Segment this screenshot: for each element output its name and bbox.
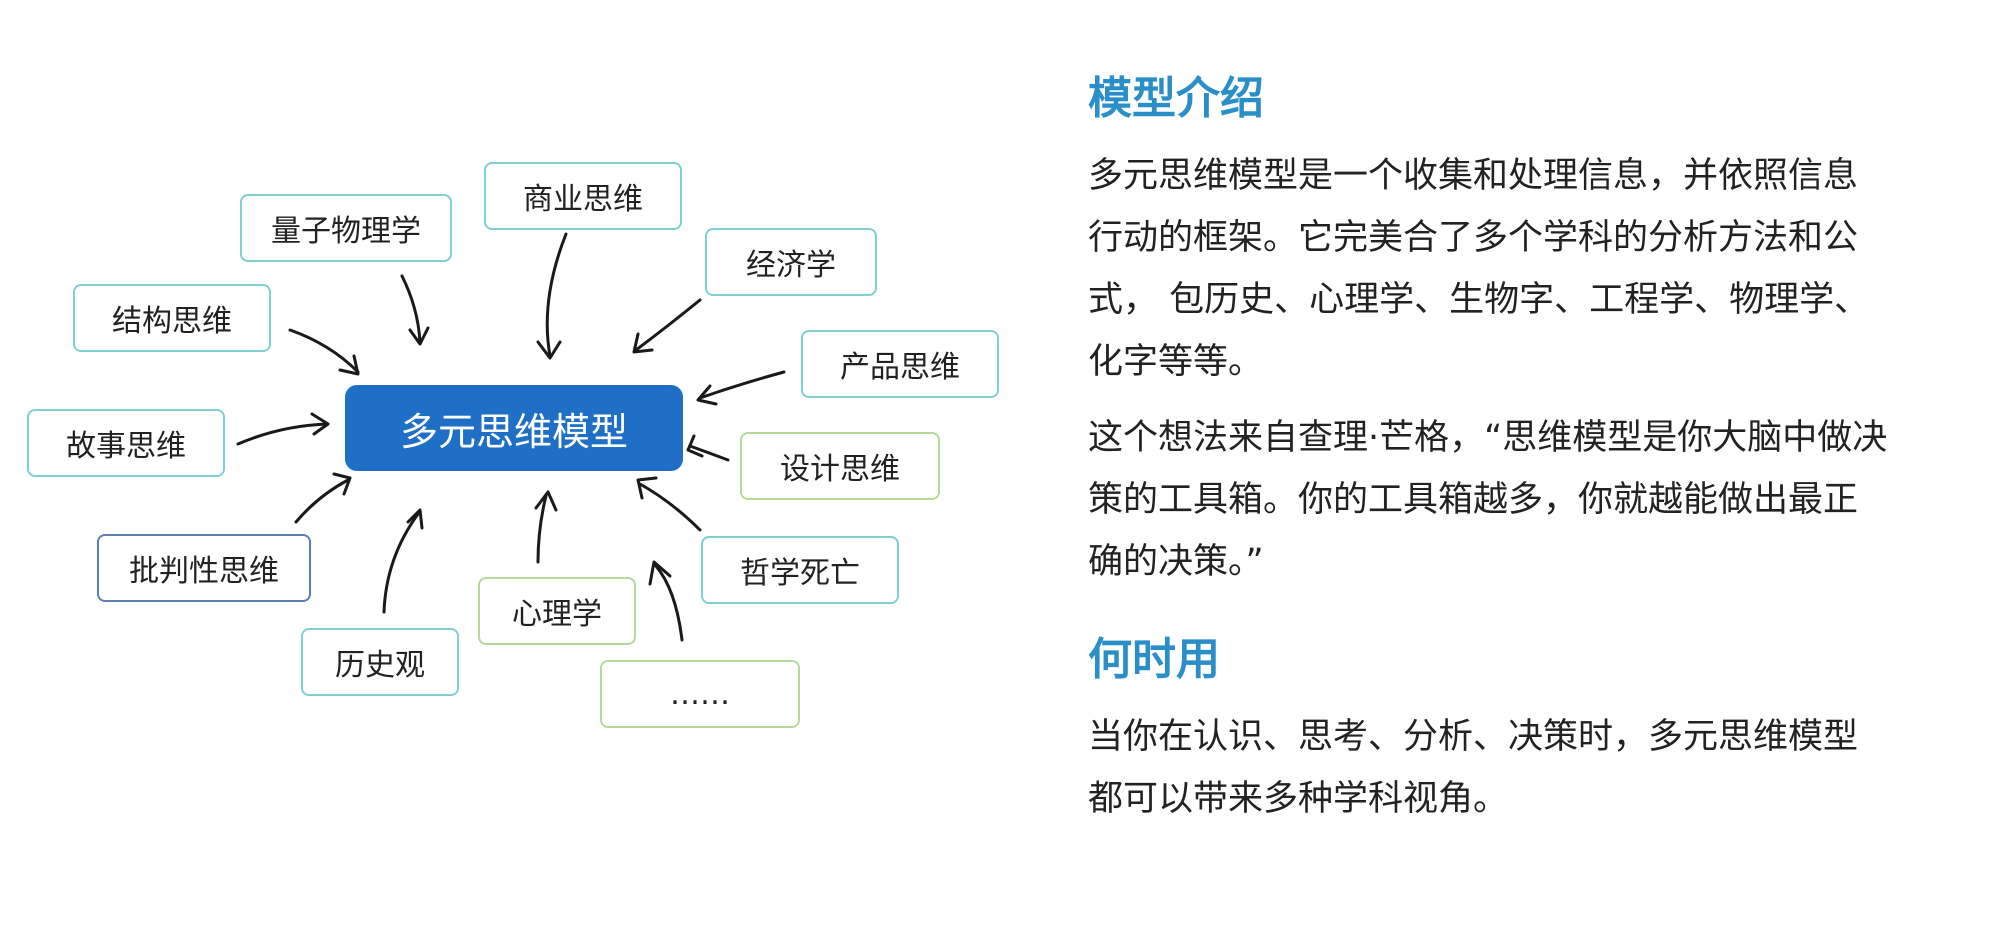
arrowhead-more: [648, 560, 672, 586]
arrow-jingji: [634, 298, 702, 352]
node-lishi: 历史观: [301, 628, 459, 696]
node-jiegou: 结构思维: [73, 284, 271, 352]
node-jingji: 经济学: [705, 228, 877, 296]
mind-map-diagram: 多元思维模型 量子物理学 商业思维 经济学 结构思维 产品思维 故事思维 设计思…: [27, 162, 999, 728]
description-panel: 模型介绍 多元思维模型是一个收集和处理信息，并依照信息行动的框架。它完美合了多个…: [1088, 70, 1888, 844]
center-node: 多元思维模型: [345, 385, 683, 471]
arrowhead-gushi: [310, 412, 330, 436]
arrow-pipan: [294, 478, 350, 524]
node-more: ……: [600, 660, 800, 728]
arrow-liangzi: [400, 274, 422, 344]
arrow-jiegou: [288, 328, 360, 374]
arrowhead-chanpin: [696, 384, 718, 406]
arrowhead-pipan: [332, 472, 352, 496]
arrowhead-jiegou: [338, 354, 360, 376]
node-gushi: 故事思维: [27, 409, 225, 477]
node-xinli: 心理学: [478, 577, 636, 645]
arrow-zhexue: [638, 482, 702, 532]
arrowhead-xinli: [534, 490, 558, 512]
arrow-gushi: [236, 422, 328, 446]
arrow-xinli: [536, 494, 548, 564]
arrows-layer: [236, 232, 786, 642]
arrow-lishi: [382, 512, 420, 614]
intro-title: 模型介绍: [1088, 73, 1264, 124]
arrowhead-shangye: [536, 340, 562, 360]
arrowhead-zhexue: [636, 476, 658, 500]
arrowhead-liangzi: [408, 326, 430, 346]
arrowhead-lishi: [406, 508, 424, 530]
node-zhexue: 哲学死亡: [701, 536, 899, 604]
arrow-sheji: [688, 444, 730, 462]
node-shangye: 商业思维: [484, 162, 682, 230]
node-liangzi: 量子物理学: [240, 194, 452, 262]
intro-paragraph-1: 多元思维模型是一个收集和处理信息，并依照信息行动的框架。它完美合了多个学科的分析…: [1088, 156, 1870, 383]
arrowhead-sheji: [686, 434, 704, 458]
arrow-chanpin: [698, 370, 786, 400]
node-sheji: 设计思维: [740, 432, 940, 500]
intro-paragraph-2: 这个想法来自查理·芒格，“思维模型是你大脑中做决策的工具箱。你的工具箱越多，你就…: [1088, 418, 1888, 583]
when-paragraph: 当你在认识、思考、分析、决策时，多元思维模型都可以带来多种学科视角。: [1088, 717, 1859, 820]
arrow-shangye: [545, 232, 568, 358]
arrow-more: [654, 564, 684, 642]
node-pipan: 批判性思维: [97, 534, 311, 602]
arrowhead-jingji: [632, 332, 654, 354]
when-title: 何时用: [1088, 634, 1220, 686]
node-chanpin: 产品思维: [801, 330, 999, 398]
